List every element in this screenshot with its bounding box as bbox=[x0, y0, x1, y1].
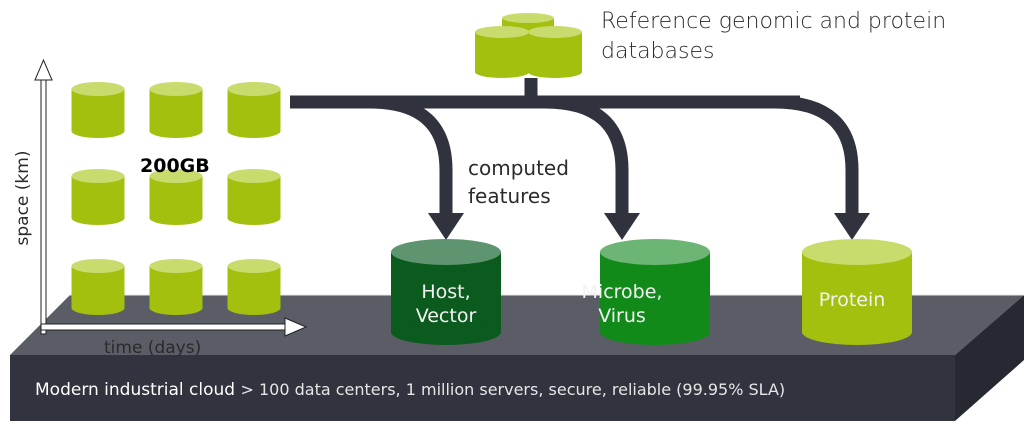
host-vector-label: Host, Vector bbox=[415, 281, 477, 327]
data-cylinder bbox=[149, 259, 203, 315]
data-cylinder bbox=[149, 82, 203, 138]
x-axis-arrow bbox=[40, 317, 308, 337]
microbe-virus-label: Microbe, Virus bbox=[581, 281, 663, 327]
arrowhead-microbe bbox=[604, 213, 640, 240]
target-databases bbox=[391, 239, 912, 345]
arrow-to-protein bbox=[774, 95, 859, 215]
data-cylinder bbox=[227, 82, 281, 138]
data-cylinder bbox=[149, 169, 203, 225]
reference-db-label: Reference genomic and protein databases bbox=[601, 9, 947, 64]
data-cylinder bbox=[227, 259, 281, 315]
cloud-detail: > 100 data centers, 1 million servers, s… bbox=[240, 380, 786, 399]
microbe-virus-db bbox=[600, 239, 710, 345]
data-cylinder-grid bbox=[71, 82, 281, 315]
data-cylinder bbox=[71, 82, 125, 138]
y-axis-arrow bbox=[34, 58, 53, 335]
data-cylinder bbox=[227, 169, 281, 225]
protein-label: Protein bbox=[818, 289, 886, 311]
computed-features-label: computed features bbox=[468, 156, 569, 208]
cloud-platform-side bbox=[955, 295, 1024, 421]
arrow-to-host bbox=[369, 95, 453, 215]
data-cylinder bbox=[71, 169, 125, 225]
arrow-to-microbe bbox=[544, 95, 629, 215]
cloud-title: Modern industrial cloud bbox=[35, 380, 236, 400]
cloud-platform-front bbox=[10, 355, 955, 421]
arrowhead-protein bbox=[834, 213, 870, 240]
data-size-label: 200GB bbox=[140, 155, 210, 177]
y-axis-label: space (km) bbox=[13, 150, 33, 246]
reference-db-icon bbox=[475, 13, 582, 78]
cloud-caption: Modern industrial cloud > 100 data cente… bbox=[35, 380, 785, 400]
protein-db bbox=[802, 239, 912, 345]
x-axis-label: time (days) bbox=[104, 338, 202, 358]
data-cylinder bbox=[71, 259, 125, 315]
arrowhead-host bbox=[428, 213, 464, 240]
flow-arrows bbox=[290, 78, 859, 215]
host-vector-db bbox=[391, 239, 501, 345]
